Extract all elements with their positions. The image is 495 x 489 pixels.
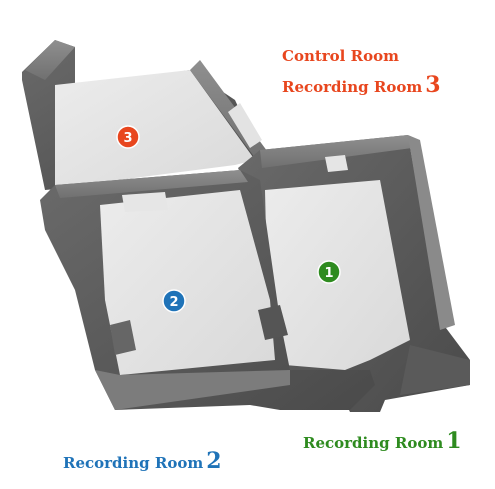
recording-room-1-text: Recording Room (303, 434, 444, 452)
recording-room-3-text: Recording Room (282, 78, 423, 96)
control-room-text: Control Room (282, 47, 399, 65)
room-1 (238, 135, 470, 412)
room-3-wall-top (25, 40, 75, 80)
room-2 (40, 170, 375, 410)
room-1-front-wall (400, 345, 470, 395)
room-2-floor (100, 190, 275, 375)
room-1-top-wall (260, 135, 412, 168)
room-1-right-wall (408, 135, 455, 330)
recording-room-1-number: 1 (446, 428, 462, 454)
marker-room-2-label: 2 (169, 295, 178, 310)
room-3 (22, 40, 270, 190)
marker-room-3[interactable]: 3 (116, 125, 140, 149)
room-3-window (228, 103, 262, 148)
recording-room-2-number: 2 (206, 448, 222, 474)
room-2-front-wall (95, 370, 290, 410)
room-2-left-pillar (110, 320, 136, 355)
marker-room-3-label: 3 (123, 131, 132, 146)
room-3-floor (55, 70, 255, 190)
control-room-label: Control Room (282, 47, 399, 65)
room-2-window (122, 192, 168, 212)
recording-room-3-number: 3 (425, 72, 441, 98)
marker-room-1[interactable]: 1 (317, 260, 341, 284)
room-2-top-wall (55, 170, 248, 198)
room-2-pillar (258, 305, 288, 340)
recording-room-2-text: Recording Room (63, 454, 204, 472)
marker-room-2[interactable]: 2 (162, 289, 186, 313)
room-1-window (325, 155, 348, 172)
marker-room-1-label: 1 (324, 266, 333, 281)
